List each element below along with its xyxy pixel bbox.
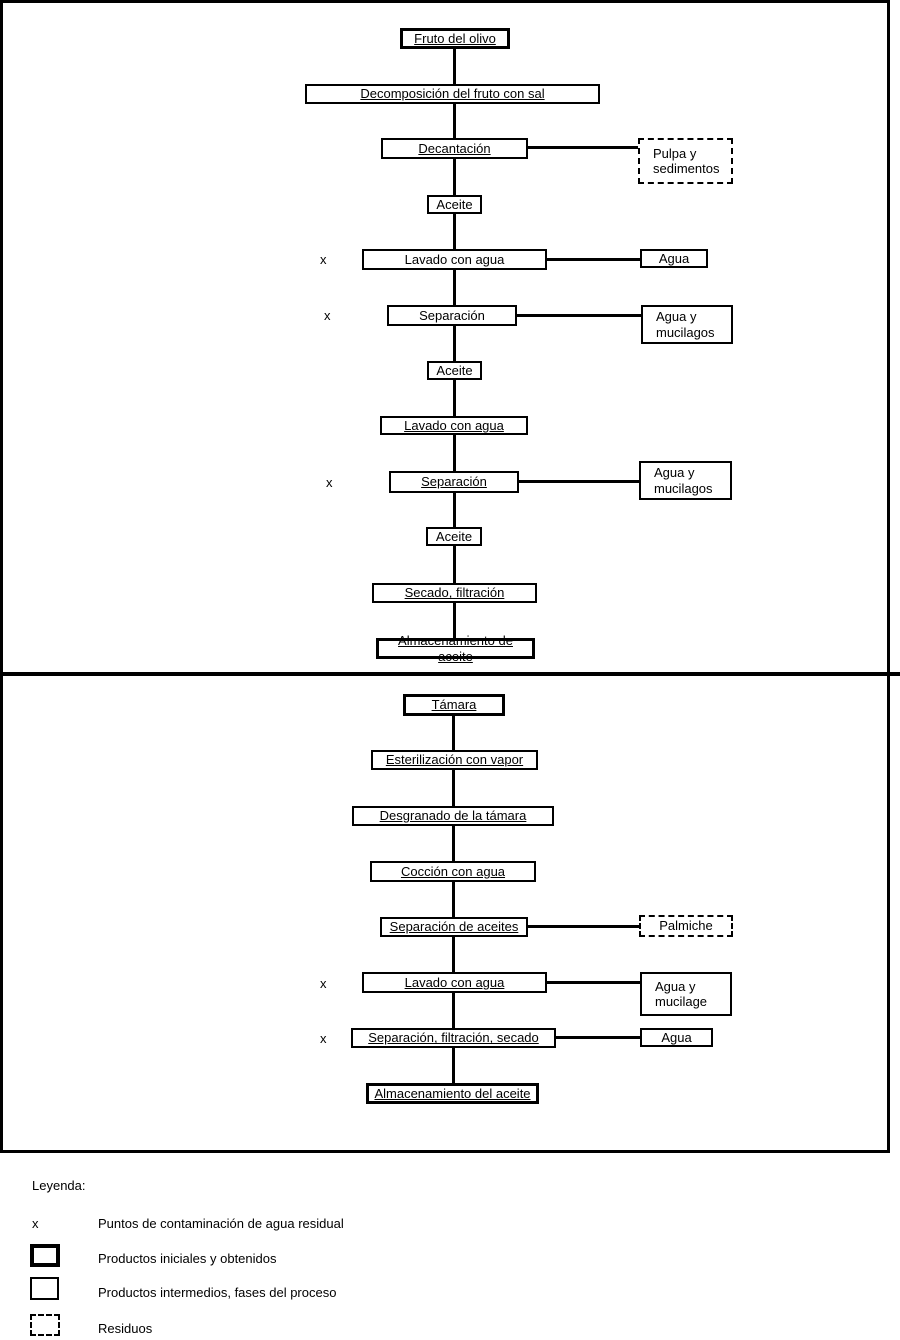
contamination-mark: x — [326, 475, 333, 490]
node-aceite-1: Aceite — [427, 195, 482, 214]
node-separacion-de-aceites: Separación de aceites — [380, 917, 528, 937]
connector — [453, 49, 456, 84]
legend-item-label: Productos iniciales y obtenidos — [98, 1251, 277, 1266]
connector — [452, 993, 455, 1028]
node-coccion-con-agua: Cocción con agua — [370, 861, 536, 882]
node-fruto-del-olivo: Fruto del olivo — [400, 28, 510, 49]
diagram-frame — [0, 0, 890, 1153]
connector — [452, 882, 455, 917]
node-lavado-con-agua-1: Lavado con agua — [362, 249, 547, 270]
contamination-mark: x — [324, 308, 331, 323]
contamination-mark: x — [320, 252, 327, 267]
legend-item-label: Productos intermedios, fases del proceso — [98, 1285, 337, 1300]
contamination-mark: x — [320, 1031, 327, 1046]
connector — [452, 937, 455, 972]
connector — [519, 480, 639, 483]
legend-dashed-box-swatch — [30, 1314, 60, 1336]
legend-normal-box-swatch — [30, 1277, 59, 1300]
residue-palmiche: Palmiche — [639, 915, 733, 937]
legend-title: Leyenda: — [32, 1178, 86, 1193]
node-aceite-2: Aceite — [427, 361, 482, 380]
node-desgranado-de-la-tamara: Desgranado de la támara — [352, 806, 554, 826]
connector — [452, 826, 455, 861]
contamination-mark: x — [320, 976, 327, 991]
connector — [528, 925, 639, 928]
connector — [453, 380, 456, 416]
connector — [517, 314, 641, 317]
residue-agua-y-mucilagos-2: Agua y mucilagos — [639, 461, 732, 500]
node-secado-filtracion: Secado, filtración — [372, 583, 537, 603]
legend-x-symbol: x — [32, 1216, 39, 1231]
node-lavado-con-agua-3: Lavado con agua — [362, 972, 547, 993]
node-almacenamiento-del-aceite: Almacenamiento del aceite — [366, 1083, 539, 1104]
residue-agua-2: Agua — [640, 1028, 713, 1047]
legend-item-label: Puntos de contaminación de agua residual — [98, 1216, 344, 1231]
legend-bold-box-swatch — [30, 1244, 60, 1267]
node-separacion-1: Separación — [387, 305, 517, 326]
residue-agua-y-mucilagos-1: Agua y mucilagos — [641, 305, 733, 344]
connector — [453, 435, 456, 471]
node-decomposicion: Decomposición del fruto con sal — [305, 84, 600, 104]
residue-agua-y-mucilage: Agua y mucilage — [640, 972, 732, 1016]
connector — [453, 603, 456, 638]
node-aceite-3: Aceite — [426, 527, 482, 546]
node-almacenamiento-de-aceite: Almacenamiento de aceite — [376, 633, 535, 664]
connector — [453, 159, 456, 195]
node-tamara: Támara — [403, 694, 505, 716]
connector — [453, 546, 456, 583]
connector — [547, 981, 640, 984]
legend-item-label: Residuos — [98, 1321, 153, 1336]
residue-agua-1: Agua — [640, 249, 708, 268]
node-separacion-filtracion-secado: Separación, filtración, secado — [351, 1028, 556, 1048]
connector — [453, 270, 456, 305]
node-decantacion: Decantación — [381, 138, 528, 159]
connector — [453, 326, 456, 361]
node-esterilizacion-con-vapor: Esterilización con vapor — [371, 750, 538, 770]
residue-pulpa-y-sedimentos: Pulpa y sedimentos — [638, 138, 733, 184]
connector — [453, 493, 456, 527]
connector — [528, 146, 638, 149]
node-lavado-con-agua-2: Lavado con agua — [380, 416, 528, 435]
connector — [556, 1036, 640, 1039]
node-separacion-2: Separación — [389, 471, 519, 493]
connector — [452, 1048, 455, 1083]
connector — [453, 214, 456, 249]
chart-divider-line — [0, 672, 900, 676]
connector — [452, 716, 455, 750]
connector — [453, 103, 456, 138]
connector — [547, 258, 640, 261]
connector — [452, 770, 455, 806]
